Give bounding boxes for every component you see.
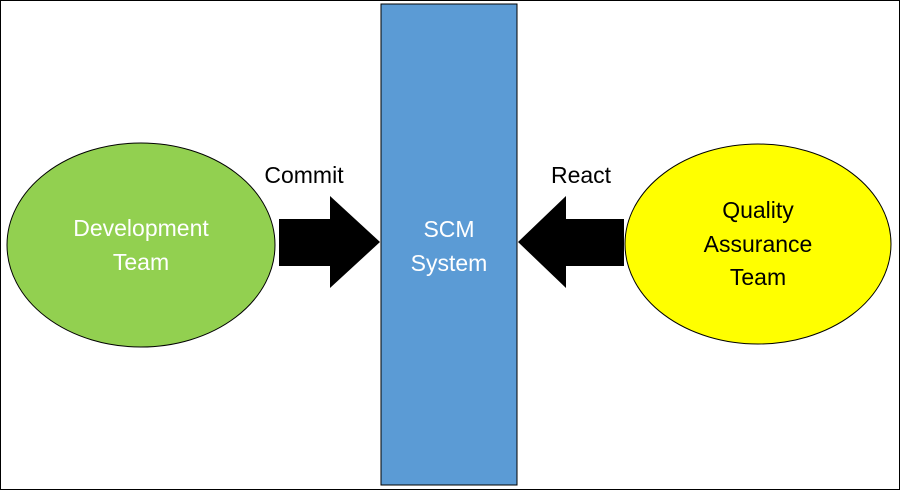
qa-team-node: Quality Assurance Team [624, 143, 892, 345]
qa-team-label-line2: Assurance [704, 231, 813, 257]
qa-team-label-line3: Team [730, 264, 786, 290]
development-team-node: Development Team [6, 142, 276, 348]
scm-system-node: SCM System [380, 3, 518, 486]
development-team-label-line1: Development [73, 215, 209, 241]
commit-label: Commit [264, 162, 344, 188]
development-team-ellipse [6, 142, 276, 348]
commit-arrow-icon [279, 196, 380, 288]
react-label: React [551, 162, 612, 188]
react-edge: React [518, 162, 624, 288]
development-team-label-line2: Team [113, 249, 169, 275]
scm-system-label-line1: SCM [423, 216, 474, 242]
commit-edge: Commit [264, 162, 380, 288]
qa-team-label-line1: Quality [722, 197, 794, 223]
react-arrow-icon [518, 196, 624, 288]
scm-system-label-line2: System [411, 250, 488, 276]
scm-system-box [380, 3, 518, 486]
qa-team-ellipse [624, 143, 892, 345]
